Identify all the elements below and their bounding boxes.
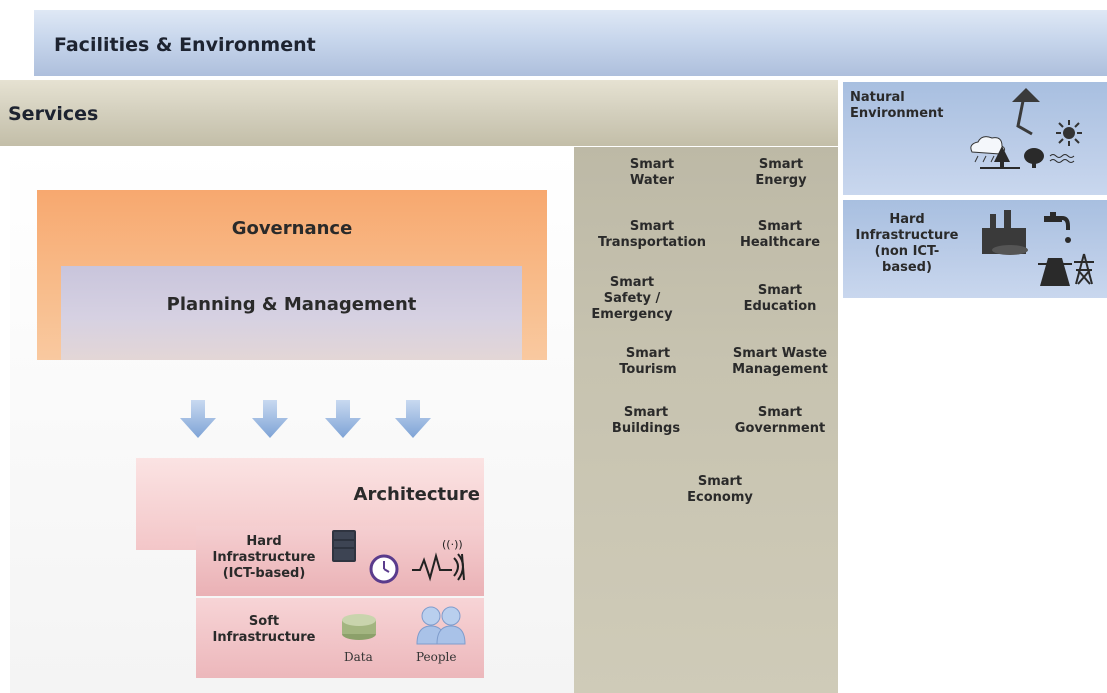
factory-icon (982, 210, 1028, 255)
tree-icon (980, 146, 1075, 169)
services-panel (0, 80, 838, 146)
smart-healthcare-label: Smart Healthcare (739, 219, 821, 250)
facilities-environment-title: Facilities & Environment (54, 34, 316, 56)
svg-text:((·)): ((·)) (442, 538, 463, 551)
smart-transportation-label: Smart Transportation (597, 219, 707, 250)
smart-safety-emergency-label: Smart Safety / Emergency (591, 275, 673, 322)
smart-government-label: Smart Government (734, 405, 826, 436)
facilities-environment-panel (34, 10, 1107, 76)
planning-management-title: Planning & Management (166, 294, 417, 315)
down-arrow-icon (180, 400, 216, 438)
soft-infrastructure-label: Soft Infrastructure (212, 614, 316, 645)
smart-waste-management-label: Smart Waste Management (732, 346, 828, 377)
down-arrow-icon (395, 400, 431, 438)
smart-energy-label: Smart Energy (755, 157, 807, 188)
mountain-icon (1012, 88, 1040, 136)
smart-tourism-label: Smart Tourism (619, 346, 677, 377)
down-arrow-icon (325, 400, 361, 438)
smart-education-label: Smart Education (743, 283, 817, 314)
water-tap-icon (1044, 212, 1071, 243)
sun-icon (1056, 120, 1082, 146)
planning-management-box (61, 266, 522, 360)
people-icon (416, 606, 466, 645)
power-pylon-icon (1074, 253, 1094, 285)
smart-economy-label: Smart Economy (687, 474, 753, 505)
natural-environment-box (843, 82, 1107, 195)
architecture-title: Architecture (353, 484, 480, 505)
wireless-signal-icon: ((·)) (412, 538, 465, 582)
smart-water-label: Smart Water (629, 157, 675, 188)
smart-services-column (574, 147, 838, 693)
services-title: Services (8, 103, 99, 125)
weather-icon (970, 136, 1006, 163)
clock-icon (369, 554, 399, 584)
natural-environment-label: Natural Environment (850, 90, 944, 121)
data-label: Data (344, 650, 373, 664)
data-disk-icon (342, 614, 376, 640)
down-arrow-icon (252, 400, 288, 438)
road-icon (1038, 258, 1072, 286)
hard-infrastructure-ict-label: Hard Infrastructure (ICT-based) (212, 534, 316, 581)
hard-infrastructure-non-ict-label: Hard Infrastructure (non ICT- based) (855, 212, 959, 275)
smart-buildings-label: Smart Buildings (611, 405, 681, 436)
server-icon (332, 530, 356, 562)
people-label: People (416, 650, 457, 664)
governance-title: Governance (231, 218, 353, 239)
